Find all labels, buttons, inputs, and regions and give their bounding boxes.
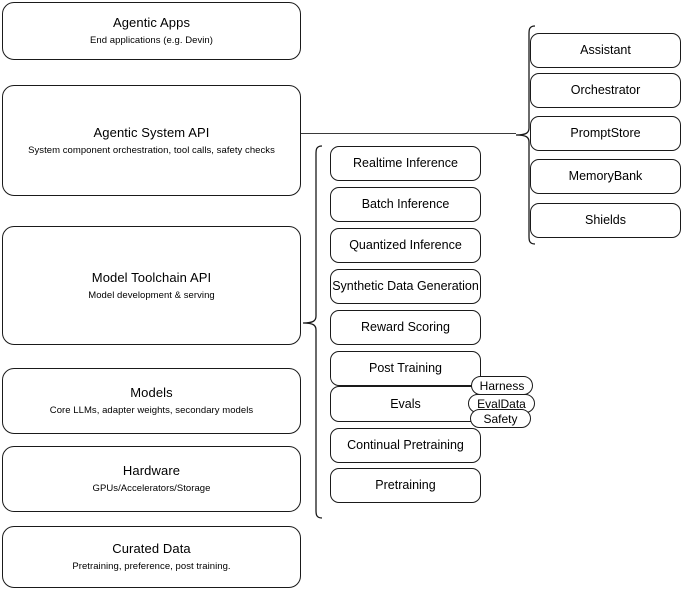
component-box-reward-scoring[interactable]: Reward Scoring <box>330 310 481 345</box>
layer-box-hardware[interactable]: Hardware GPUs/Accelerators/Storage <box>2 446 301 512</box>
system-component-box-promptstore[interactable]: PromptStore <box>530 116 681 151</box>
brace-model-toolchain <box>302 145 323 519</box>
system-component-box-assistant[interactable]: Assistant <box>530 33 681 68</box>
layer-subtitle: GPUs/Accelerators/Storage <box>92 483 211 494</box>
layer-box-model-toolchain-api[interactable]: Model Toolchain API Model development & … <box>2 226 301 345</box>
eval-pill-label: EvalData <box>477 396 526 411</box>
system-component-label: PromptStore <box>570 126 641 140</box>
brace-agentic-system-components <box>515 25 536 245</box>
system-component-label: Shields <box>585 213 626 227</box>
component-label: Continual Pretraining <box>347 438 464 452</box>
layer-title: Agentic Apps <box>112 15 191 30</box>
layer-subtitle: Model development & serving <box>88 289 215 301</box>
component-label: Quantized Inference <box>349 238 462 252</box>
layer-title: Agentic System API <box>93 124 210 140</box>
layer-title: Model Toolchain API <box>91 269 212 285</box>
component-label: Reward Scoring <box>361 320 450 334</box>
eval-pill-harness[interactable]: Harness <box>471 376 533 395</box>
eval-pill-safety[interactable]: Safety <box>470 409 531 428</box>
layer-subtitle: System component orchestration, tool cal… <box>28 144 275 156</box>
component-label: Realtime Inference <box>353 156 458 170</box>
component-box-continual-pretraining[interactable]: Continual Pretraining <box>330 428 481 463</box>
system-component-box-shields[interactable]: Shields <box>530 203 681 238</box>
component-label: Synthetic Data Generation <box>332 279 479 293</box>
system-component-label: Assistant <box>580 43 631 57</box>
layer-box-agentic-system-api[interactable]: Agentic System API System component orch… <box>2 85 301 196</box>
connector-line-system-api-to-components <box>301 133 516 134</box>
component-label: Evals <box>390 396 421 411</box>
system-component-label: Orchestrator <box>570 83 641 97</box>
eval-pill-evaldata[interactable]: EvalData <box>468 394 535 413</box>
layer-subtitle: End applications (e.g. Devin) <box>90 35 213 46</box>
layer-subtitle: Pretraining, preference, post training. <box>72 561 231 572</box>
eval-pill-label: Harness <box>479 378 525 393</box>
component-box-evals[interactable]: Evals <box>330 386 481 422</box>
eval-pill-label: Safety <box>483 411 518 426</box>
layer-subtitle: Core LLMs, adapter weights, secondary mo… <box>49 405 254 416</box>
component-label: Post Training <box>369 361 442 375</box>
layer-box-curated-data[interactable]: Curated Data Pretraining, preference, po… <box>2 526 301 588</box>
component-box-pretraining[interactable]: Pretraining <box>330 468 481 503</box>
layer-title: Curated Data <box>112 541 191 556</box>
component-label: Pretraining <box>375 478 436 492</box>
layer-title: Models <box>130 385 173 400</box>
layer-box-models[interactable]: Models Core LLMs, adapter weights, secon… <box>2 368 301 434</box>
system-component-label: MemoryBank <box>568 169 643 183</box>
component-box-quantized-inference[interactable]: Quantized Inference <box>330 228 481 263</box>
system-component-box-orchestrator[interactable]: Orchestrator <box>530 73 681 108</box>
layer-title: Hardware <box>122 463 181 478</box>
layer-box-agentic-apps[interactable]: Agentic Apps End applications (e.g. Devi… <box>2 2 301 60</box>
component-box-post-training[interactable]: Post Training <box>330 351 481 386</box>
component-box-synthetic-data-generation[interactable]: Synthetic Data Generation <box>330 269 481 304</box>
system-component-box-memorybank[interactable]: MemoryBank <box>530 159 681 194</box>
component-box-realtime-inference[interactable]: Realtime Inference <box>330 146 481 181</box>
component-label: Batch Inference <box>361 197 450 211</box>
component-box-batch-inference[interactable]: Batch Inference <box>330 187 481 222</box>
